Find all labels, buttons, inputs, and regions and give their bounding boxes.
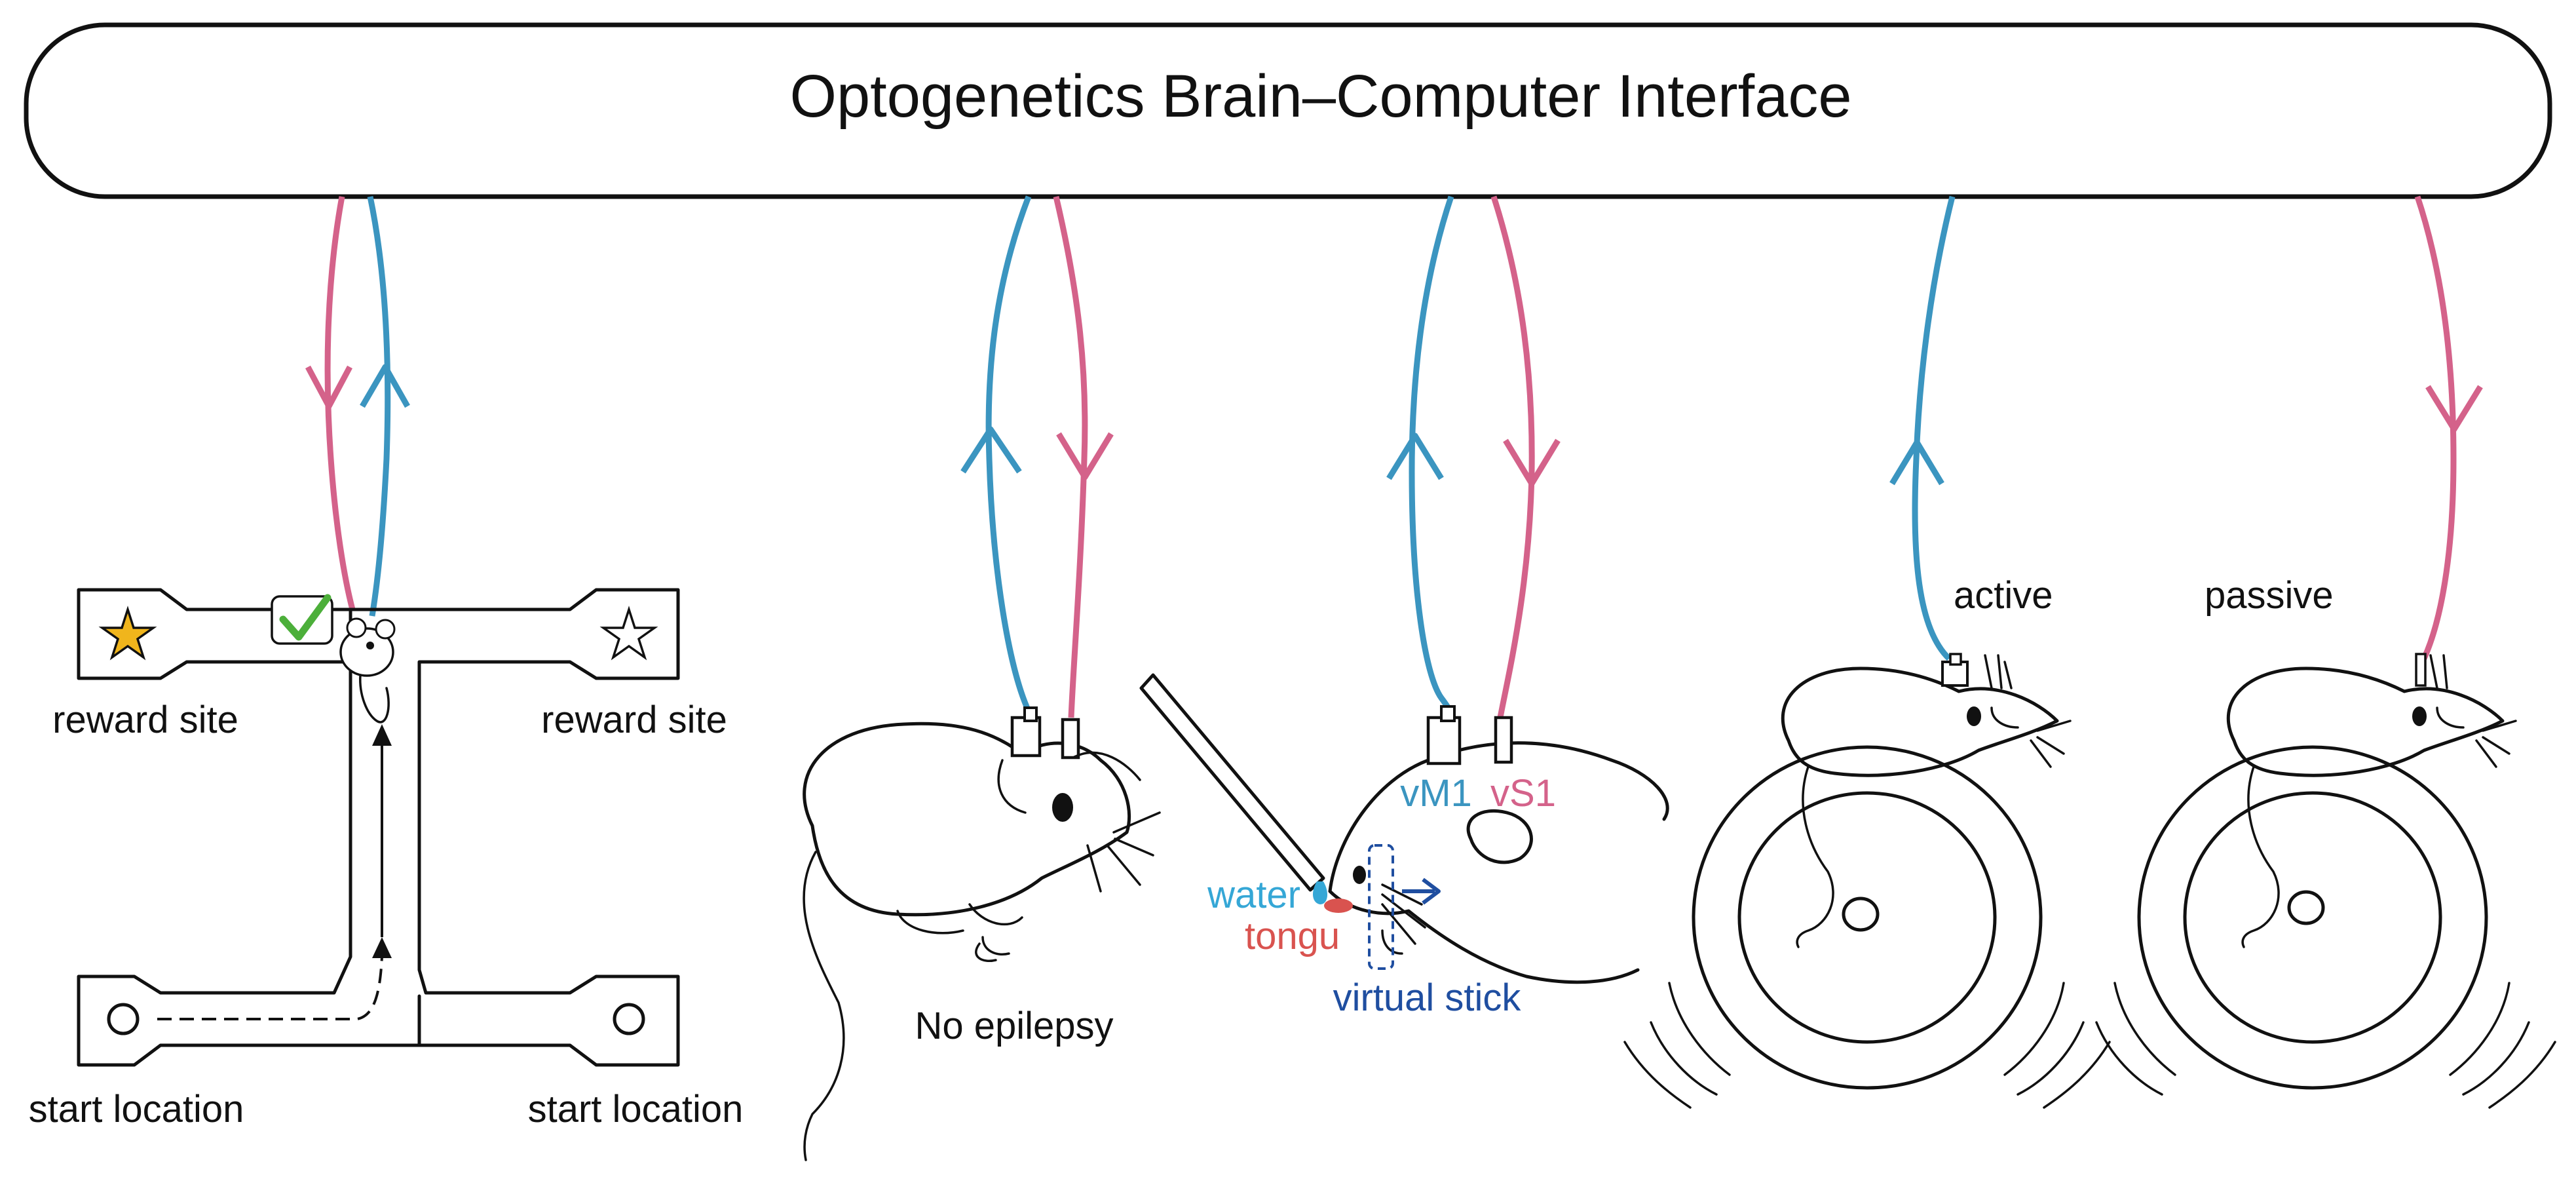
stim-arrow-maze — [305, 365, 352, 410]
rec-line-active — [1912, 195, 1956, 661]
virtual-stick-label: virtual stick — [1333, 976, 1522, 1019]
active-wheel-hub — [1842, 897, 1880, 932]
stim-line-epilepsy — [1053, 195, 1088, 718]
maze-mouse — [339, 617, 396, 724]
stim-line-passive — [2414, 195, 2457, 660]
water-drop-icon — [1312, 881, 1328, 904]
rec-line-licking — [1409, 195, 1456, 724]
start-location-left: start location — [29, 1088, 244, 1130]
maze-arm-right — [398, 588, 680, 1067]
passive-mouse — [2226, 653, 2517, 948]
tongue-shape — [1324, 898, 1353, 913]
path-arrowhead-lower — [372, 937, 392, 958]
tongue-label: tongu — [1245, 915, 1340, 957]
rec-arrow-licking — [1386, 433, 1444, 480]
maze-panel: reward site reward site start location s… — [29, 196, 744, 1130]
rec-line-maze — [367, 196, 391, 617]
vs1-label: vS1 — [1490, 772, 1556, 815]
path-dashed — [157, 956, 383, 1020]
rec-arrow-epilepsy — [960, 426, 1022, 474]
start-circle-right — [613, 1003, 645, 1035]
licking-panel: vM1 vS1 water tongu virtual stick — [1139, 195, 1669, 1019]
start-location-right: start location — [528, 1088, 744, 1130]
start-circle-left — [107, 1003, 140, 1035]
active-mouse — [1781, 653, 2072, 948]
rec-arrow-active — [1889, 439, 1944, 486]
check-icon — [279, 594, 331, 641]
path-arrowhead-upper — [372, 724, 392, 746]
maze-stem — [77, 660, 421, 1067]
stim-line-licking — [1490, 195, 1535, 718]
title-banner — [24, 22, 2552, 199]
stim-line-maze — [324, 196, 356, 611]
passive-label: passive — [2205, 574, 2334, 617]
star-outline-icon — [599, 606, 658, 661]
rec-arrow-maze — [360, 364, 410, 408]
page-title: Optogenetics Brain–Computer Interface — [789, 63, 1851, 130]
reward-site-left: reward site — [52, 699, 238, 741]
no-epilepsy-label: No epilepsy — [915, 1005, 1113, 1047]
licking-mouse — [1328, 705, 1669, 984]
active-motion-lines-right — [2003, 982, 2111, 1109]
active-wheel-inner — [1737, 791, 1997, 1044]
stim-arrow-passive — [2425, 385, 2483, 433]
gold-star-icon — [98, 606, 157, 661]
passive-wheel-outer — [2137, 745, 2488, 1090]
active-panel: active — [1623, 195, 2111, 1109]
virtual-stick-arrowhead — [1422, 878, 1441, 905]
water-spout — [1139, 673, 1325, 892]
passive-panel: passive — [2095, 195, 2556, 1109]
passive-motion-lines-left — [2095, 982, 2176, 1096]
epilepsy-panel: No epilepsy — [803, 195, 1161, 1161]
epilepsy-mouse — [803, 706, 1161, 1161]
rec-line-epilepsy — [985, 195, 1032, 712]
passive-wheel-hub — [2287, 890, 2325, 925]
stim-arrow-epilepsy — [1056, 432, 1114, 480]
active-label: active — [1954, 574, 2053, 617]
vm1-label: vM1 — [1400, 772, 1472, 815]
active-motion-lines-left — [1623, 982, 1731, 1109]
passive-motion-lines-right — [2449, 982, 2556, 1109]
water-label: water — [1207, 874, 1300, 916]
virtual-stick-box — [1368, 844, 1394, 970]
active-wheel-outer — [1692, 745, 2043, 1090]
passive-wheel-inner — [2183, 791, 2442, 1044]
stim-arrow-licking — [1503, 438, 1561, 487]
reward-site-right: reward site — [541, 699, 727, 741]
